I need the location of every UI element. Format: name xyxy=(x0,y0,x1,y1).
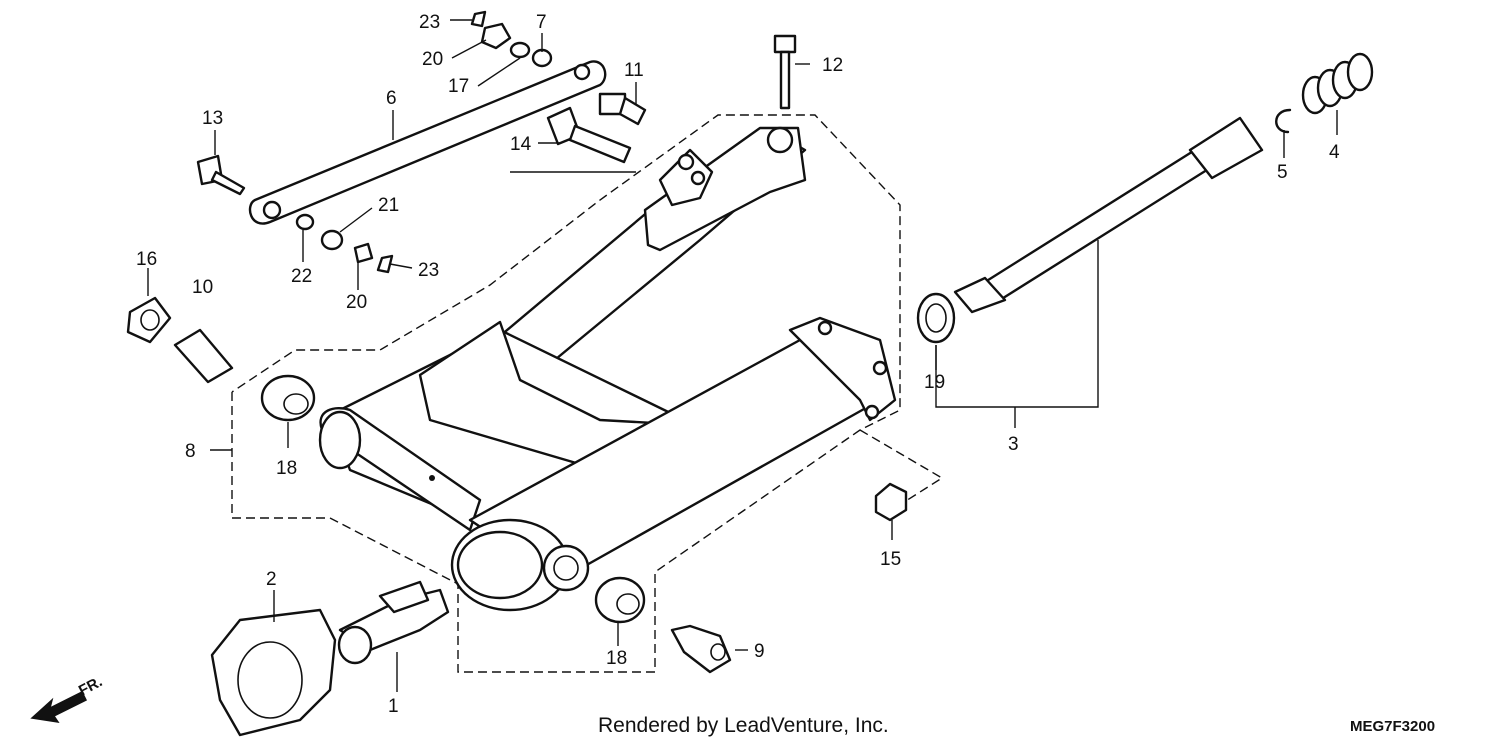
callout-8: 8 xyxy=(185,441,196,462)
callout-18a: 18 xyxy=(276,458,297,479)
callout-19: 19 xyxy=(924,372,945,393)
callout-13: 13 xyxy=(202,108,223,129)
callout-16: 16 xyxy=(136,249,157,270)
callout-4: 4 xyxy=(1329,142,1340,163)
callout-14: 14 xyxy=(510,134,532,155)
callout-3: 3 xyxy=(1008,434,1019,455)
callout-6: 6 xyxy=(386,88,397,109)
swingarm xyxy=(318,126,897,612)
callout-1: 1 xyxy=(388,696,399,717)
callout-12: 12 xyxy=(822,55,843,76)
callout-11: 11 xyxy=(624,60,644,81)
render-credit: Rendered by LeadVenture, Inc. xyxy=(598,714,889,737)
callout-15: 15 xyxy=(880,549,901,570)
callout-21: 21 xyxy=(378,195,399,216)
callout-7: 7 xyxy=(536,12,547,33)
callout-2: 2 xyxy=(266,569,277,590)
diagram-code: MEG7F3200 xyxy=(1350,718,1435,735)
front-arrow-icon xyxy=(30,690,88,724)
front-direction-marker: FR. xyxy=(30,673,105,724)
callout-22: 22 xyxy=(291,266,312,287)
hardware xyxy=(126,10,908,737)
callout-23b: 23 xyxy=(418,260,439,281)
callout-5: 5 xyxy=(1277,162,1288,183)
callout-10: 10 xyxy=(192,277,213,298)
circlip xyxy=(1275,108,1292,134)
callout-18b: 18 xyxy=(606,648,627,669)
spring xyxy=(1301,52,1374,115)
drive-shaft xyxy=(916,116,1264,344)
callout-20b: 20 xyxy=(346,292,367,313)
dashed-leaders xyxy=(231,114,944,673)
callout-labels: 1 2 3 4 5 6 7 8 9 10 11 12 13 14 15 16 1… xyxy=(136,12,1340,717)
callout-20a: 20 xyxy=(422,49,443,70)
callout-23a: 23 xyxy=(419,12,440,33)
leader-lines xyxy=(147,19,1338,692)
callout-17: 17 xyxy=(448,76,469,97)
callout-9: 9 xyxy=(754,641,765,662)
torque-link xyxy=(248,60,607,225)
